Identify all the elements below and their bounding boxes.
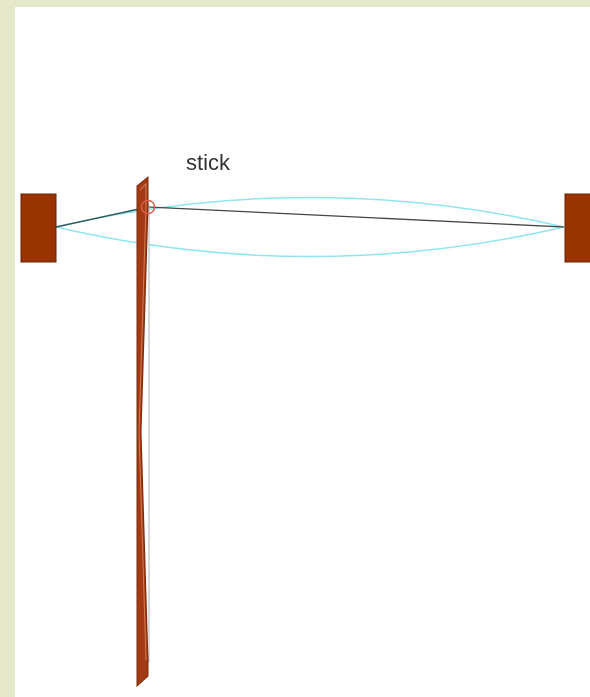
right-bracket xyxy=(564,193,590,263)
contact-point xyxy=(140,199,156,215)
vibration-envelope-upper xyxy=(55,196,565,228)
bow xyxy=(136,175,150,688)
left-bracket xyxy=(20,193,57,263)
string-right-segment xyxy=(147,206,565,228)
bow-stick xyxy=(136,175,149,688)
string-left-segment xyxy=(55,206,149,228)
bow-stick-highlight xyxy=(138,182,147,661)
vibration-envelope-lower xyxy=(55,226,565,258)
diagram-canvas xyxy=(15,7,590,697)
vibration-envelope xyxy=(55,196,565,258)
stick-label: stick xyxy=(186,150,231,175)
string xyxy=(55,206,565,228)
